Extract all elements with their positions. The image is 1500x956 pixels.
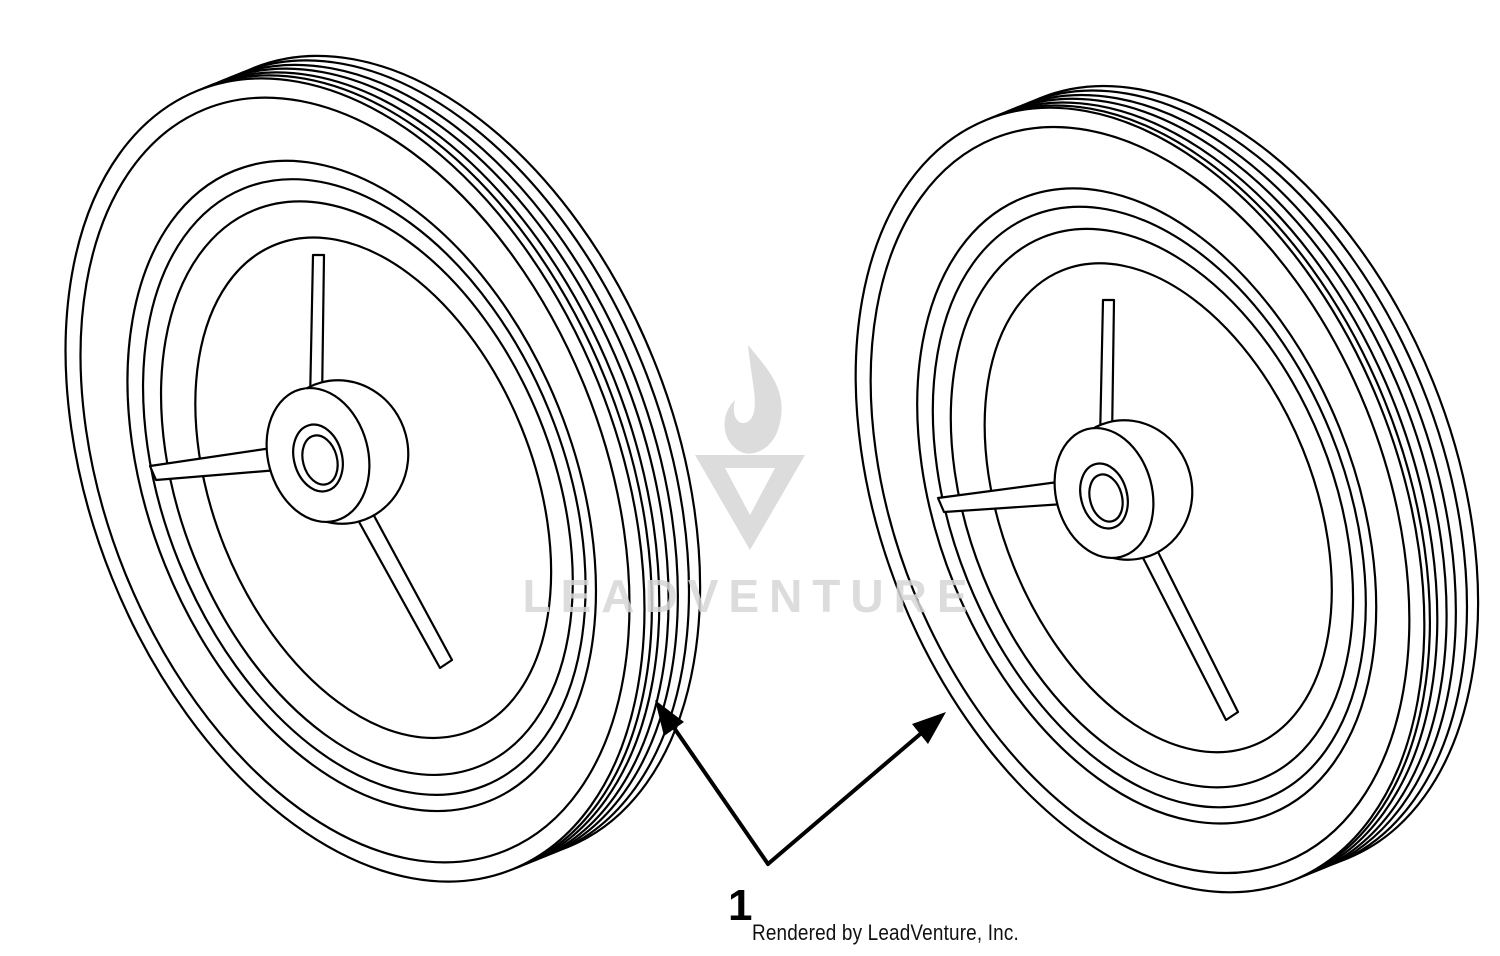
right-wheel bbox=[854, 84, 1480, 894]
leadventure-watermark-logo bbox=[695, 345, 805, 550]
left-wheel-rim bbox=[126, 159, 598, 813]
left-wheel bbox=[64, 54, 702, 883]
arrowheads bbox=[655, 700, 946, 744]
leader-line-left bbox=[668, 720, 770, 866]
arrowhead-left bbox=[655, 700, 684, 736]
right-wheel-spokes bbox=[936, 298, 1240, 722]
right-wheel-hub bbox=[1053, 419, 1194, 561]
leader-line-right bbox=[766, 722, 934, 866]
callout-leader-lines bbox=[668, 720, 934, 866]
arrowhead-right bbox=[912, 712, 946, 744]
left-wheel-hub bbox=[265, 379, 410, 525]
callout-number-1: 1 bbox=[728, 881, 753, 930]
right-wheel-rim bbox=[916, 187, 1378, 825]
watermark-text: LEADVENTURE bbox=[522, 570, 977, 622]
render-credit: Rendered by LeadVenture, Inc. bbox=[752, 920, 1019, 945]
